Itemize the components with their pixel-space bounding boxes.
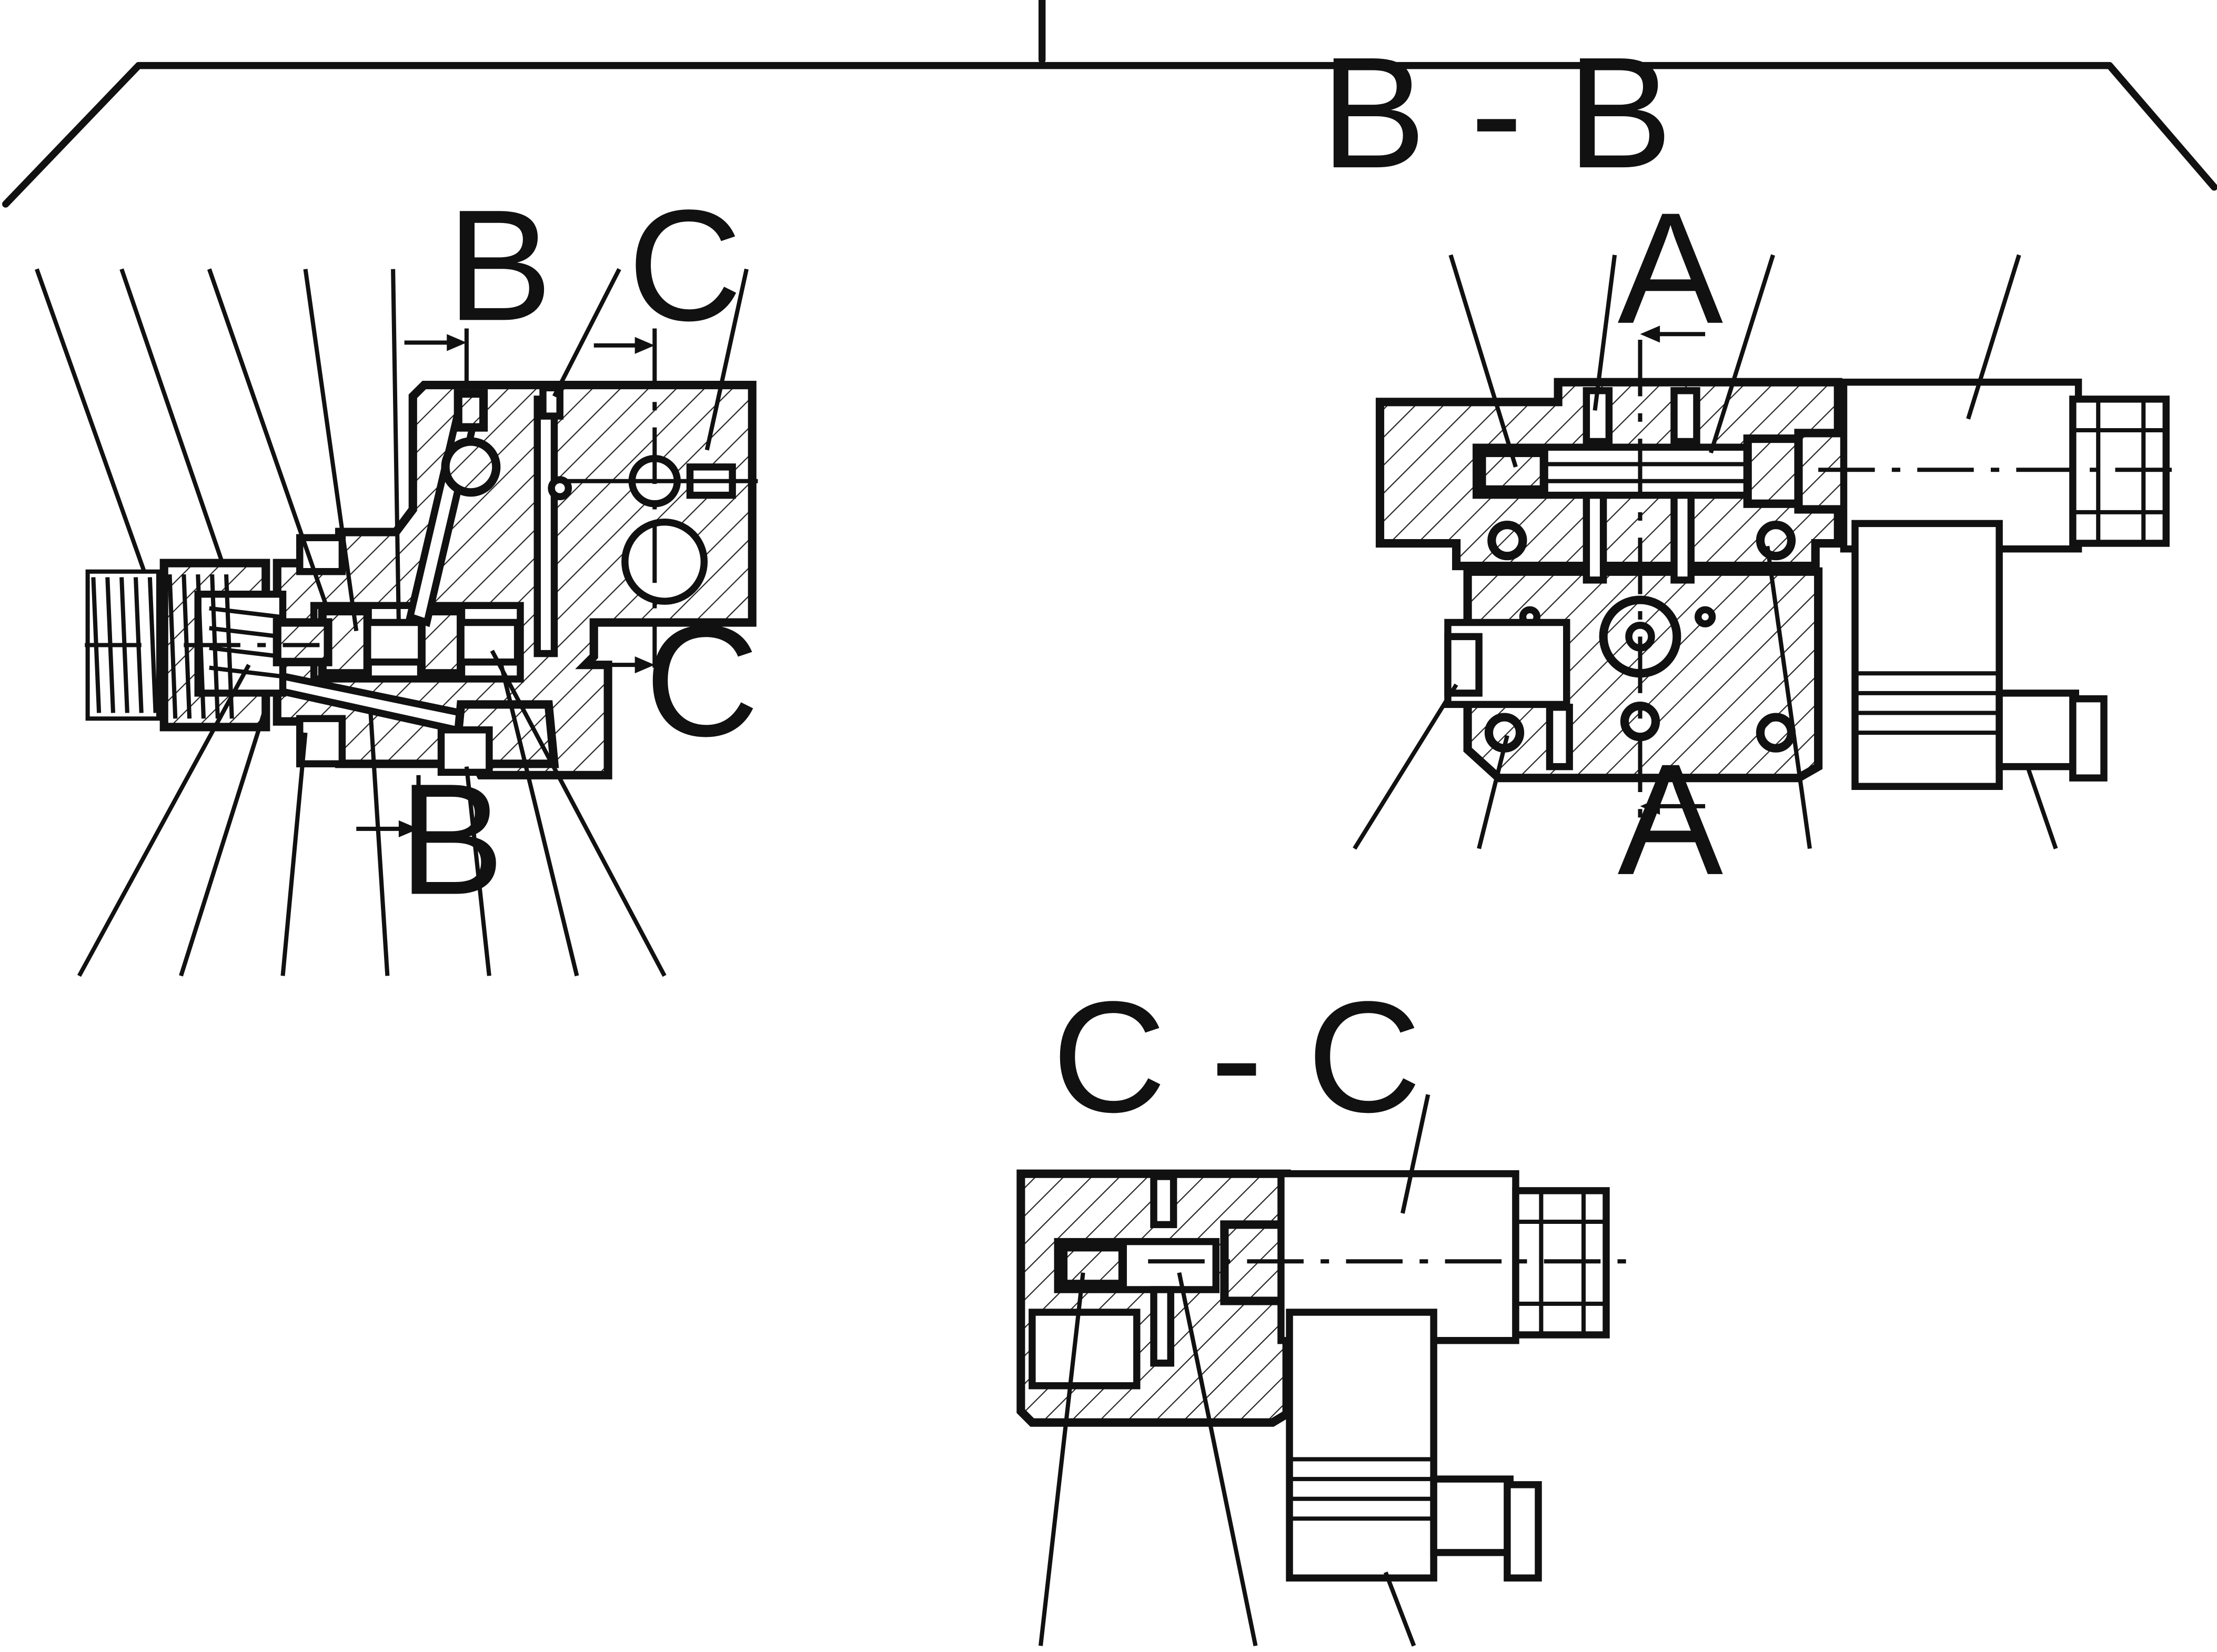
- section-marker-a-top: A: [1618, 180, 1724, 357]
- main-view: B B C C: [35, 177, 759, 977]
- section-label-c-bottom: C: [645, 593, 759, 769]
- section-label-b-bottom: B: [399, 751, 505, 928]
- section-marker-b-top: B: [404, 177, 552, 386]
- leader-lines-bottom: [77, 650, 667, 977]
- section-cc-view: C - C: [1016, 968, 1626, 1647]
- leader-lines-cc: [1038, 1094, 1430, 1647]
- section-bb-view: B - B: [1321, 24, 2186, 908]
- section-bb-title: B - B: [1321, 24, 1672, 201]
- section-label-b-top: B: [447, 177, 552, 353]
- leader-lines-top: [35, 268, 749, 632]
- top-bracket: [2, 0, 2217, 208]
- section-marker-c-top: C: [593, 177, 742, 668]
- section-label-a-top: A: [1618, 180, 1724, 357]
- leader-lines-bb: [1353, 254, 2058, 850]
- section-label-c-top: C: [628, 177, 742, 353]
- section-marker-c-bottom: C: [599, 593, 759, 769]
- spring-coil: [85, 569, 320, 721]
- section-marker-b-bottom: B: [356, 751, 505, 928]
- section-marker-a-bottom: A: [1618, 731, 1724, 908]
- section-cc-title: C - C: [1052, 968, 1422, 1145]
- section-label-a-bottom: A: [1618, 731, 1724, 908]
